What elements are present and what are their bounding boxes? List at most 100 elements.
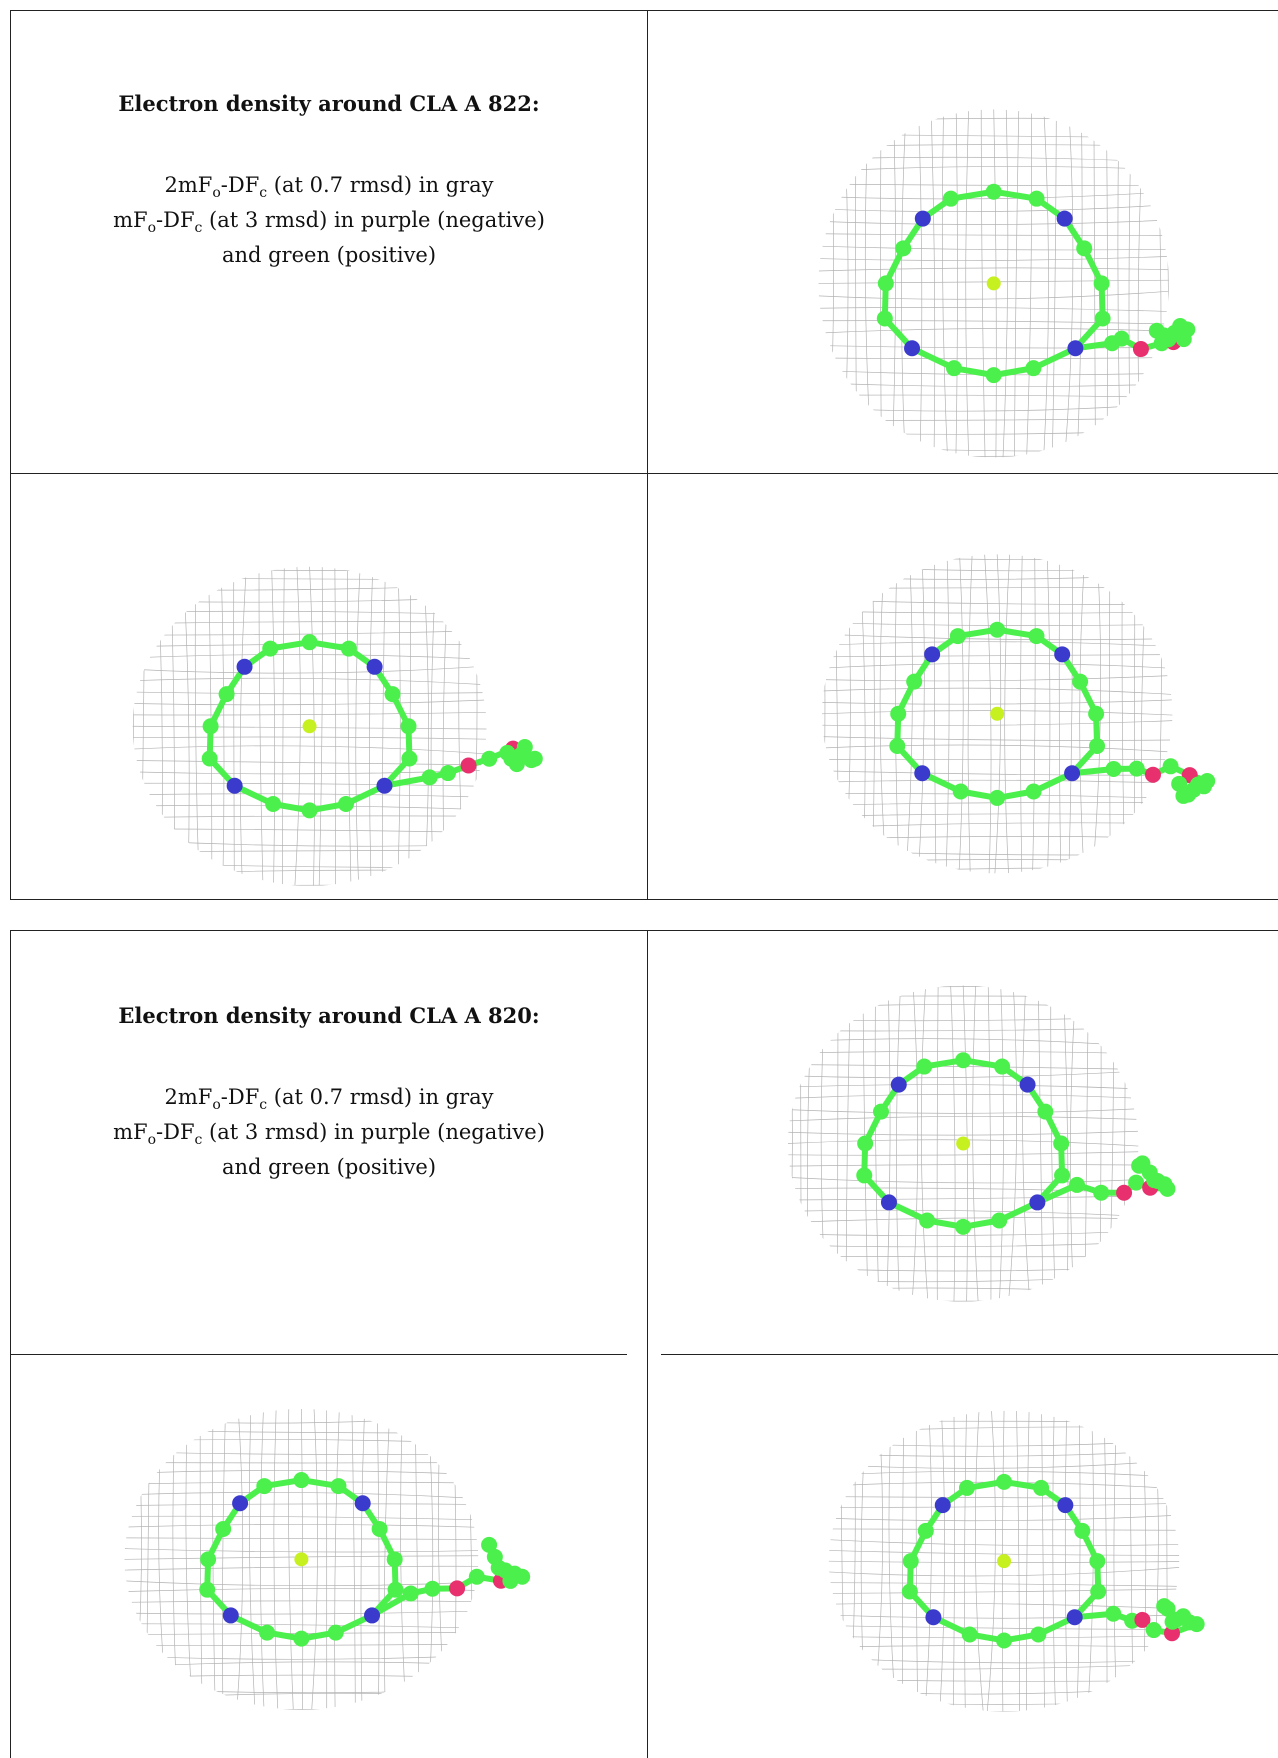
figure-table-cla-820: Electron density around CLA A 820: 2mFo-…: [10, 930, 1278, 1758]
atom: [1054, 646, 1071, 663]
atom: [364, 1607, 381, 1624]
column-divider: [647, 931, 648, 1758]
atom: [1131, 1157, 1148, 1174]
atom: [1175, 787, 1192, 804]
atom: [1088, 705, 1105, 722]
atom: [949, 628, 966, 645]
density-view-822-b: [13, 477, 645, 897]
atom: [401, 750, 418, 767]
atom: [1064, 765, 1081, 782]
caption-line-positive: and green (positive): [221, 243, 437, 268]
atom: [906, 673, 923, 690]
density-view-822-c: [651, 477, 1277, 897]
atom: [215, 1520, 232, 1537]
atom: [1128, 1174, 1145, 1191]
atom: [1094, 310, 1111, 327]
atom: [1025, 360, 1042, 377]
atom: [330, 1478, 347, 1495]
atom: [1033, 1479, 1050, 1496]
atom: [387, 1581, 404, 1598]
atom: [1068, 1176, 1085, 1193]
atom: [914, 210, 931, 227]
magnesium-atom: [997, 1554, 1012, 1569]
atom: [946, 360, 963, 377]
atom: [925, 1609, 942, 1626]
atom: [916, 1058, 933, 1075]
atom: [1105, 1605, 1122, 1622]
atom: [468, 1568, 485, 1585]
density-view-820-c: [651, 1359, 1277, 1755]
atom: [902, 1553, 919, 1570]
caption-title: Electron density around CLA A 820:: [118, 1003, 540, 1028]
atoms: [901, 1473, 1205, 1649]
atoms: [856, 1052, 1176, 1235]
atom: [996, 1473, 1013, 1490]
atom: [201, 750, 218, 767]
atom: [934, 1497, 951, 1514]
atom: [994, 1058, 1011, 1075]
molecule-rendering: [132, 566, 543, 886]
atom: [386, 1551, 403, 1568]
atom: [199, 1581, 216, 1598]
caption-cla-822: Electron density around CLA A 822: 2mFo-…: [11, 91, 647, 269]
atom: [1029, 1194, 1046, 1211]
atom: [1076, 240, 1093, 257]
atom: [880, 1194, 897, 1211]
atoms: [876, 183, 1196, 384]
atom: [1093, 275, 1110, 292]
atom: [337, 795, 354, 812]
density-view-822-a: [651, 13, 1277, 471]
atom: [202, 718, 219, 735]
atom: [1128, 760, 1145, 777]
atom: [961, 1626, 978, 1643]
magnesium-atom: [302, 719, 317, 734]
atom: [942, 190, 959, 207]
molecule-rendering: [821, 554, 1216, 874]
atom: [876, 310, 893, 327]
atom: [991, 1212, 1008, 1229]
atom: [301, 802, 318, 819]
atom: [371, 1520, 388, 1537]
atom: [421, 769, 438, 786]
atom: [877, 275, 894, 292]
atom: [989, 621, 1006, 638]
atom: [1105, 760, 1122, 777]
atom: [985, 183, 1002, 200]
atom: [301, 634, 318, 651]
atom: [1145, 766, 1162, 783]
molecule-rendering: [787, 985, 1176, 1302]
atom: [200, 1551, 217, 1568]
atom: [1028, 628, 1045, 645]
atom: [384, 686, 401, 703]
caption-line-mfo: mFo-DFc (at 3 rmsd) in purple (negative): [113, 1120, 545, 1149]
atom: [1132, 341, 1149, 358]
atom: [1116, 1184, 1133, 1201]
magnesium-atom: [990, 706, 1005, 721]
atom: [890, 1076, 907, 1093]
molecule-rendering: [818, 109, 1196, 458]
row-divider-right: [661, 1354, 1278, 1355]
row-divider: [11, 473, 1278, 474]
atom: [1113, 330, 1130, 347]
atom: [1028, 190, 1045, 207]
atom: [1072, 673, 1089, 690]
atom: [917, 1522, 934, 1539]
atom: [449, 1580, 466, 1597]
caption-line-2mfo: 2mFo-DFc (at 0.7 rmsd) in gray: [164, 1085, 494, 1114]
atom: [1030, 1626, 1047, 1643]
atom: [857, 1135, 874, 1152]
atom: [985, 367, 1002, 384]
atom: [460, 757, 477, 774]
atom: [354, 1495, 371, 1512]
atom: [895, 240, 912, 257]
atom: [1134, 1611, 1151, 1628]
magnesium-atom: [956, 1136, 971, 1151]
caption-cla-820: Electron density around CLA A 820: 2mFo-…: [11, 1003, 647, 1181]
atom: [1056, 210, 1073, 227]
atom: [1093, 1184, 1110, 1201]
atom: [424, 1580, 441, 1597]
atom: [1145, 1622, 1162, 1639]
atom: [1163, 1625, 1180, 1642]
atom: [955, 1218, 972, 1235]
atom: [1053, 1135, 1070, 1152]
